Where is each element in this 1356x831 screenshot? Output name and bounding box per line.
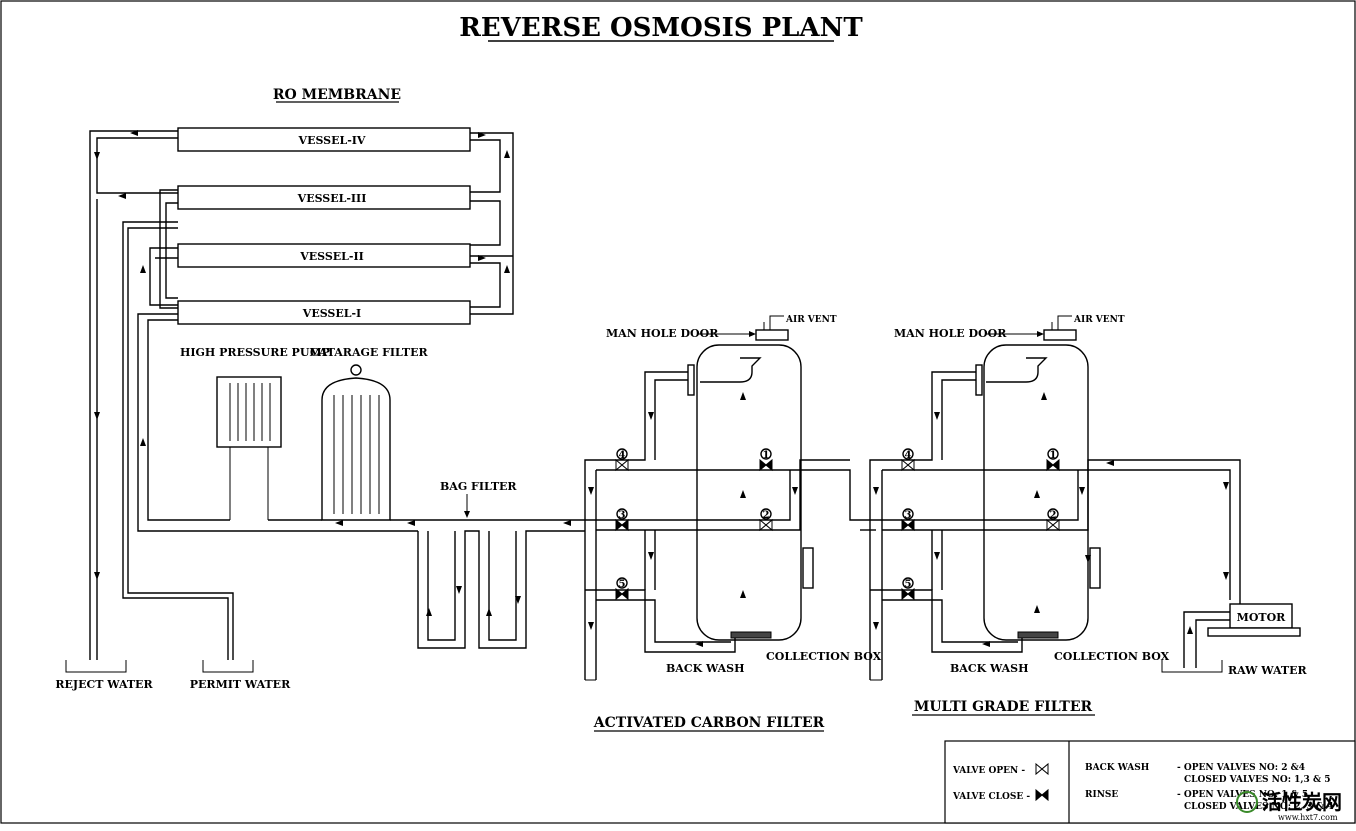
raw-water-label: RAW WATER [1228,664,1307,677]
bag-filter: BAG FILTER [417,480,585,649]
acf-backwash-label: BACK WASH [666,662,745,675]
ro-membrane-label: RO MEMBRANE [273,87,401,103]
acf-section-label: ACTIVATED CARBON FILTER [593,715,825,731]
acf-funnel [700,357,762,383]
acf-manhole-label: MAN HOLE DOOR [606,327,719,340]
hp-pump-label: HIGH PRESSURE PUMP [180,346,330,359]
mgf-valve-1: 1 [1050,450,1057,461]
vessel-i-label: VESSEL-I [302,307,361,320]
mgf-valve-5: 5 [905,579,912,590]
mgf-funnel [986,357,1048,383]
motor-and-raw-water: MOTOR RAW WATER [1161,603,1307,677]
acf-valve-4: 4 [619,450,626,461]
watermark-text: 活性炭网 [1262,790,1342,814]
mgf-valve-3: 3 [905,510,912,521]
legend-box: VALVE OPEN - VALVE CLOSE - BACK WASH - O… [944,740,1356,824]
reject-water-label: REJECT WATER [55,678,153,691]
cartridge-filter [321,377,391,521]
cartridge-filter-label: CATARAGE FILTER [310,346,428,359]
watermark-url: www.hxt7.com [1278,813,1338,822]
acf-valve-5: 5 [619,579,626,590]
activated-carbon-filter: AIR VENT MAN HOLE DOOR 4 1 3 2 5 [584,315,882,732]
mgf-collection-box [1017,631,1059,639]
high-pressure-pump [216,376,282,448]
multi-grade-filter: AIR VENT MAN HOLE DOOR 4 1 3 2 5 [869,315,1241,716]
acf-collection-box [730,631,772,639]
legend-backwash-title: BACK WASH [1085,763,1150,773]
acf-valve-1: 1 [763,450,770,461]
mgf-vessel [983,344,1089,641]
acf-vessel [696,344,802,641]
acf-air-vent-label: AIR VENT [785,315,837,325]
bag-filter-label: BAG FILTER [440,480,517,493]
vessel-iii-label: VESSEL-III [297,192,367,205]
motor-label: MOTOR [1237,611,1287,624]
acf-valve-2: 2 [763,510,770,521]
ro-vessels: VESSEL-IV VESSEL-III VESSEL-II VESSEL-I [177,127,471,325]
vessel-iv-label: VESSEL-IV [298,134,366,147]
ro-piping [89,130,514,660]
legend-valve-close: VALVE CLOSE - [952,792,1030,802]
legend-rinse-open: - OPEN VALVES NO: 1 & 5 [1177,790,1308,800]
mgf-valve-2: 2 [1050,510,1057,521]
legend-rinse-closed: CLOSED VALVES NO: 2, 3 & 4 [1184,802,1334,812]
mgf-section-label: MULTI GRADE FILTER [914,699,1093,715]
mgf-valve-4: 4 [905,450,912,461]
legend-backwash-closed: CLOSED VALVES NO: 1,3 & 5 [1184,775,1330,785]
diagram-title: REVERSE OSMOSIS PLANT [459,13,863,43]
leaf-icon [1236,791,1258,813]
vessel-ii-label: VESSEL-II [299,250,364,263]
mgf-air-vent-label: AIR VENT [1073,315,1125,325]
pump-and-cartridge: HIGH PRESSURE PUMP CATARAGE FILTER [180,346,428,526]
vessel-i [177,300,471,325]
legend-backwash-open: - OPEN VALVES NO: 2 &4 [1177,763,1305,773]
legend-rinse-title: RINSE [1085,790,1118,800]
outlets: REJECT WATER PERMIT WATER [55,660,291,691]
watermark: 活性炭网 www.hxt7.com [1236,790,1342,822]
vessel-iii [177,185,471,210]
acf-valve-3: 3 [619,510,626,521]
acf-collection-label: COLLECTION BOX [766,650,882,663]
mgf-backwash-label: BACK WASH [950,662,1029,675]
legend-valve-open: VALVE OPEN - [952,766,1025,776]
permit-water-label: PERMIT WATER [190,678,291,691]
mgf-collection-label: COLLECTION BOX [1054,650,1170,663]
mgf-manhole-label: MAN HOLE DOOR [894,327,1007,340]
motor [1229,603,1293,629]
